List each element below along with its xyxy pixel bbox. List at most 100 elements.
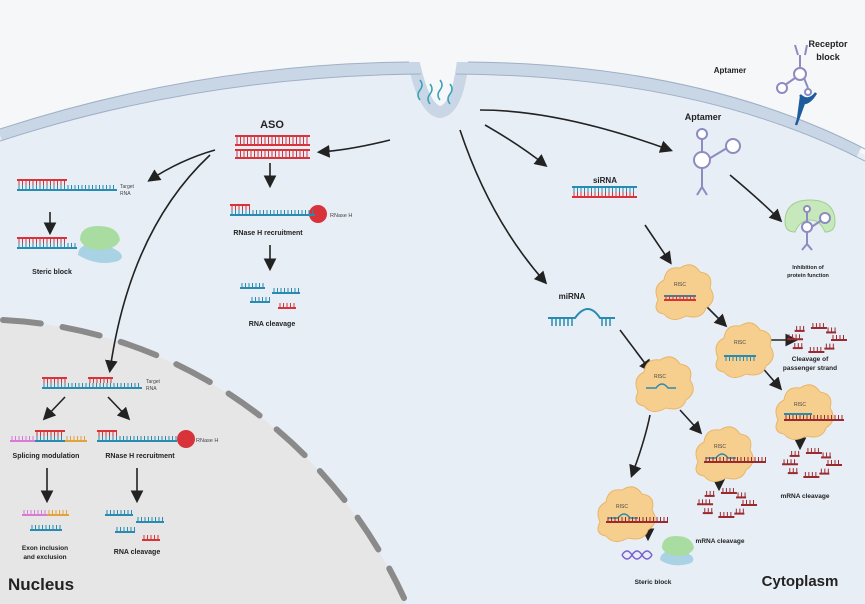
label-aptamer-cyto: Aptamer — [685, 112, 722, 122]
risc-complex: RISC — [655, 264, 714, 320]
strand — [105, 510, 133, 516]
cell-membrane-outline — [0, 61, 865, 162]
strand — [734, 508, 745, 515]
strand — [805, 448, 822, 455]
strand — [821, 452, 832, 459]
strand — [97, 436, 177, 442]
strand — [819, 468, 830, 475]
strand — [824, 343, 835, 350]
label-aso: ASO — [260, 119, 284, 131]
label-rna-cleavage-nuc: RNA cleavage — [114, 549, 161, 556]
strand — [697, 499, 714, 506]
strand — [17, 179, 67, 185]
label-exon-inclusion: Exon inclusion — [22, 545, 68, 552]
label-splicing-modulation: Splicing modulation — [13, 453, 80, 460]
strand — [42, 383, 142, 389]
strand — [831, 335, 847, 341]
rnase-h-enzyme — [177, 430, 195, 448]
strand — [572, 186, 637, 192]
strand — [792, 343, 803, 350]
strand — [250, 297, 270, 303]
ribosome-icon — [662, 536, 694, 556]
strand — [230, 210, 315, 216]
risc-label: RISC — [714, 444, 726, 450]
cell-membrane — [0, 61, 862, 158]
label-steric-block-cyto: Steric block — [635, 579, 672, 586]
strand — [803, 471, 820, 478]
label-rnaseh-recruit-top: RNase H recruitment — [233, 230, 303, 237]
risc-complex: RISC — [775, 384, 834, 440]
strand — [115, 527, 135, 533]
label-nucleus: Nucleus — [8, 575, 74, 594]
strand — [704, 490, 715, 497]
label-inhibition: Inhibition of — [792, 265, 824, 271]
ribosome-icon — [80, 226, 120, 250]
risc-label: RISC — [654, 374, 666, 380]
strand — [787, 468, 798, 475]
strand — [810, 323, 827, 330]
strand — [606, 517, 668, 523]
strand — [784, 415, 844, 421]
strand — [808, 346, 825, 353]
strand — [10, 436, 35, 442]
label-steric-block-left: Steric block — [32, 269, 72, 276]
strand — [136, 517, 164, 523]
strand — [724, 355, 756, 361]
label-target-rna-top: RNA — [120, 191, 131, 197]
label-cytoplasm: Cytoplasm — [762, 573, 839, 590]
nucleus — [0, 320, 406, 604]
label-cleavage-passenger: passenger strand — [783, 365, 837, 372]
strand — [272, 288, 300, 294]
label-target-rna-top: Target — [120, 184, 135, 190]
strand — [35, 436, 65, 442]
mirna-strand — [548, 308, 615, 326]
label-rnaseh-recruit-nuc: RNase H recruitment — [105, 453, 175, 460]
strand — [702, 508, 713, 515]
strand — [230, 204, 250, 210]
rnase-h-enzyme — [309, 205, 327, 223]
strand — [42, 377, 67, 383]
endocytosed-oligos — [417, 79, 453, 105]
nuclear-envelope — [0, 317, 407, 601]
label-mrna-cleavage-mid: mRNA cleavage — [696, 538, 745, 545]
strand — [736, 492, 747, 499]
aptamer-icon — [693, 128, 741, 196]
strand — [278, 303, 296, 309]
risc-label: RISC — [734, 340, 746, 346]
risc-complex: RISC — [597, 486, 656, 542]
strand — [789, 450, 800, 457]
strand — [142, 535, 160, 541]
label-exon-inclusion: and exclusion — [23, 554, 66, 561]
label-rnaseh-top: RNase H — [330, 213, 352, 219]
label-target-rna-nuc: Target — [146, 379, 161, 385]
strand — [235, 140, 310, 146]
strand — [35, 430, 65, 436]
membrane-aptamer-icon — [776, 44, 812, 96]
risc-label: RISC — [674, 282, 686, 288]
strand — [787, 334, 804, 341]
strand — [664, 295, 696, 301]
label-receptor-block: block — [816, 52, 841, 62]
strand — [97, 430, 117, 436]
dna-helix-icon — [621, 550, 653, 560]
risc-complex: RISC — [715, 322, 774, 378]
strand — [17, 243, 77, 249]
risc-label: RISC — [616, 504, 628, 510]
label-inhibition: protein function — [787, 273, 829, 279]
label-sirna: siRNA — [593, 176, 617, 185]
label-aptamer-membrane: Aptamer — [714, 66, 746, 75]
label-target-rna-nuc: RNA — [146, 386, 157, 392]
strand — [88, 377, 113, 383]
label-receptor-block: Receptor — [808, 39, 848, 49]
strand — [47, 510, 69, 516]
risc-label: RISC — [794, 402, 806, 408]
risc-complexes: RISC RISC RISC RISC RISC RISC — [597, 264, 834, 542]
strand — [240, 283, 265, 289]
risc-complex: RISC — [635, 356, 694, 412]
strand — [22, 510, 47, 516]
strand — [782, 459, 799, 466]
strand — [720, 488, 737, 495]
label-rna-cleavage-top: RNA cleavage — [249, 321, 296, 328]
label-mrna-cleavage-right: mRNA cleavage — [781, 493, 830, 500]
labels: ASO RNase H recruitment RNase H RNA cleavag… — [8, 39, 848, 594]
